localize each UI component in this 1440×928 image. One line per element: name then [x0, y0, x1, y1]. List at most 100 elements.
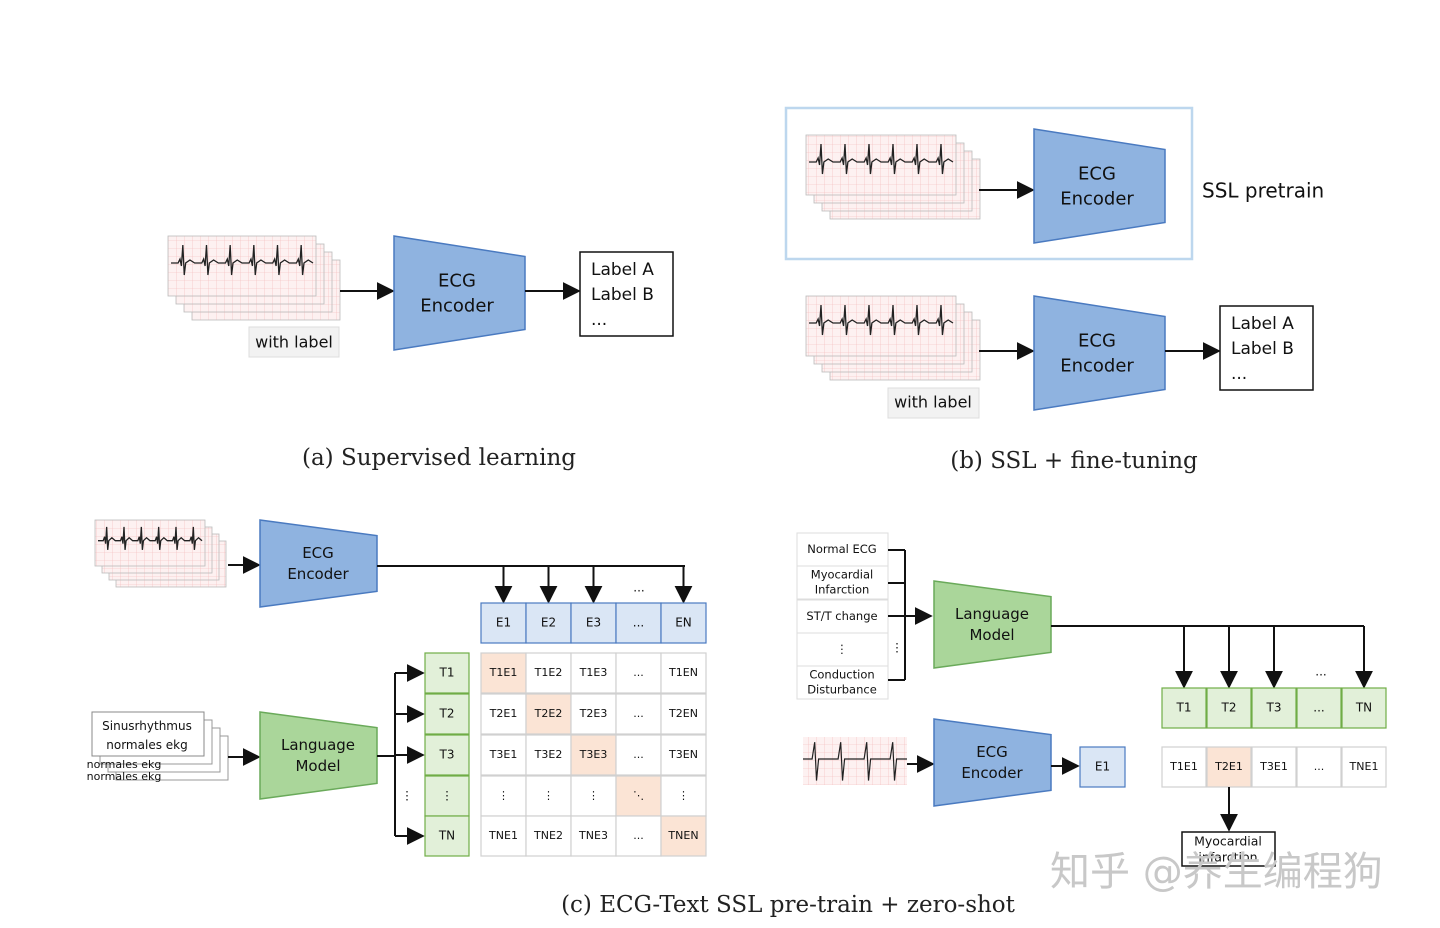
panel-a-encoder — [393, 235, 526, 351]
panel-c-matrix-r4-c1-text: ⋮ — [498, 789, 509, 802]
panel-b-with-label-box — [887, 387, 980, 419]
panel-c-matrix-r2-c2-box — [525, 693, 572, 735]
panel-c-language-model-label-line-2: Model — [295, 757, 340, 775]
panel-d-prompt-box-1 — [796, 532, 889, 567]
panel-c-matrix-r2-c4-text: ... — [633, 707, 644, 720]
panel-c-text-card-back-label-line-2: normales ekg — [87, 770, 162, 783]
panel-d-encoder — [933, 718, 1052, 807]
panel-c-matrix-r1-c1-text: T1E1 — [489, 666, 518, 679]
panel-d-t-cell-3-text: T3 — [1266, 701, 1282, 715]
panel-d-prompt-4-line-1: ⋮ — [836, 642, 848, 656]
panel-d-encoder-label-line-1: ECG — [976, 743, 1008, 761]
panel-c-text-card-back-label-line-1: normales ekg — [87, 758, 162, 771]
panel-c-matrix-r4-c4-box — [615, 775, 662, 817]
panel-c-e-cell-5-box — [660, 602, 707, 644]
panel-c-e-cell-1-box — [480, 602, 527, 644]
panel-c-matrix-r3-c2-box — [525, 734, 572, 776]
panel-b-labels-box — [1219, 305, 1314, 391]
panel-d-t-cell-1-text: T1 — [1176, 701, 1192, 715]
panel-c-ecg-stack-sheet-1 — [94, 519, 206, 567]
panel-c-e-cell-5-text: EN — [675, 616, 692, 630]
panel-b-label-1: Label A — [1231, 314, 1294, 334]
panel-d-arrow-dots: ... — [1315, 665, 1326, 679]
panel-c-matrix-r1-c4-box — [615, 652, 662, 694]
panel-a-caption: (a) Supervised learning — [302, 445, 576, 471]
panel-d-result-line-2: infarction — [1198, 850, 1257, 865]
panel-c-matrix-r2-c4-box — [615, 693, 662, 735]
panel-c-matrix-r4-c5-text: ⋮ — [678, 789, 689, 802]
panel-d-e1-cell-box — [1079, 746, 1126, 788]
panel-b-ecg-stack-bottom-waveform — [809, 304, 954, 336]
panel-c-t-cell-1-text: T1 — [439, 666, 455, 680]
panel-d-result-box — [1181, 831, 1276, 867]
panel-d-t-cell-5-box — [1341, 687, 1387, 729]
panel-c-text-card-label-line-2: normales ekg — [106, 738, 187, 752]
panel-c-matrix-r5-c5-text: TNEN — [667, 829, 698, 842]
panel-d-encoder-label-line-2: Encoder — [961, 764, 1023, 782]
panel-a-ecg-stack-sheet-1 — [167, 235, 317, 297]
panel-c-e-cell-3-box — [570, 602, 617, 644]
panel-d-sim-cell-3-text: T3E1 — [1259, 760, 1288, 773]
panel-c-e-cell-4-box — [615, 602, 662, 644]
panel-c-matrix-r3-c3-text: T3E3 — [579, 748, 608, 761]
panel-b-label-2: Label B — [1231, 339, 1294, 359]
panel-b-encoder-bottom — [1033, 295, 1166, 411]
panel-c-matrix-r2-c2-text: T2E2 — [534, 707, 563, 720]
panel-c-matrix-r3-c5-box — [660, 734, 707, 776]
panel-d-prompt-box-2 — [796, 565, 889, 600]
panel-d-sim-cell-1-box — [1161, 746, 1207, 788]
panel-c-matrix-r2-c3-text: T2E3 — [579, 707, 608, 720]
panel-c-language-model-label-line-1: Language — [281, 736, 355, 754]
panel-c-matrix-r3-c3-box — [570, 734, 617, 776]
panel-c-ecg-stack-waveform — [98, 526, 203, 550]
panel-c-ecg-stack — [94, 519, 227, 588]
panel-c-matrix-r2-c1-text: T2E1 — [489, 707, 518, 720]
panel-c-t-cell-4-text: ⋮ — [441, 789, 453, 803]
panel-c-e-cell-1-text: E1 — [496, 616, 511, 630]
panel-c-matrix-r5-c1-text: TNE1 — [488, 829, 518, 842]
panel-c-t-cell-2-box — [424, 693, 470, 735]
watermark-text: 知乎 @养生编程狗 — [1050, 849, 1383, 895]
panel-c-encoder-label-line-1: ECG — [302, 544, 334, 562]
panel-d-ecg-waveform — [803, 742, 907, 781]
panel-d-t-cell-4-box — [1296, 687, 1342, 729]
panel-a-label-1: Label A — [591, 260, 654, 280]
panel-d-language-model-label-line-1: Language — [955, 605, 1029, 623]
panel-c-matrix-r3-c1-text: T3E1 — [489, 748, 518, 761]
panel-d-sim-cell-2-box — [1206, 746, 1252, 788]
panel-d-e1-cell-text: E1 — [1095, 760, 1110, 774]
panel-a-label-3: ... — [591, 310, 607, 330]
panel-c-text-card-label-line-1: Sinusrhythmus — [102, 719, 192, 733]
panel-b-label-3: ... — [1231, 364, 1247, 384]
panel-c-matrix-r5-c5-box — [660, 815, 707, 857]
panel-a-with-label: with label — [255, 333, 333, 352]
panel-d-prompt-5-line-1: Conduction — [809, 668, 874, 682]
panel-d-t-cell-2-box — [1206, 687, 1252, 729]
panel-d-sim-cell-1-text: T1E1 — [1169, 760, 1198, 773]
panel-c-t-cell-4-box — [424, 775, 470, 817]
panel-c-encoder — [259, 519, 378, 608]
panel-b-ssl-pretrain: SSL pretrain — [1202, 179, 1324, 203]
panel-c-t-cell-5-box — [424, 815, 470, 857]
panel-c-t-cell-1-box — [424, 652, 470, 694]
panel-b-encoder-top-label-line-2: Encoder — [1060, 189, 1134, 210]
panel-b-ssl-box — [784, 106, 1194, 261]
panel-b-encoder-top — [1033, 128, 1166, 244]
panel-c-text-card-front — [91, 711, 205, 757]
panel-c-matrix-r5-c4-box — [615, 815, 662, 857]
panel-c-matrix-r5-c2-box — [525, 815, 572, 857]
panel-b-encoder-bottom-label-line-1: ECG — [1078, 331, 1116, 352]
panel-c-matrix-r3-c2-text: T3E2 — [534, 748, 563, 761]
panel-d-sim-cell-4-text: ... — [1314, 760, 1325, 773]
panel-d-t-cell-1-box — [1161, 687, 1207, 729]
panel-b-caption: (b) SSL + fine-tuning — [950, 448, 1198, 474]
panel-b-with-label: with label — [894, 393, 972, 412]
panel-a-ecg-stack-waveform — [171, 244, 314, 276]
panel-d-bracket-dots: ⋮ — [891, 641, 903, 655]
panel-d-prompt-box-3 — [796, 599, 889, 634]
panel-c-matrix-r5-c3-text: TNE3 — [578, 829, 608, 842]
panel-b-ecg-stack-top-sheet-1 — [805, 134, 957, 196]
panel-c-matrix-r5-c2-text: TNE2 — [533, 829, 563, 842]
